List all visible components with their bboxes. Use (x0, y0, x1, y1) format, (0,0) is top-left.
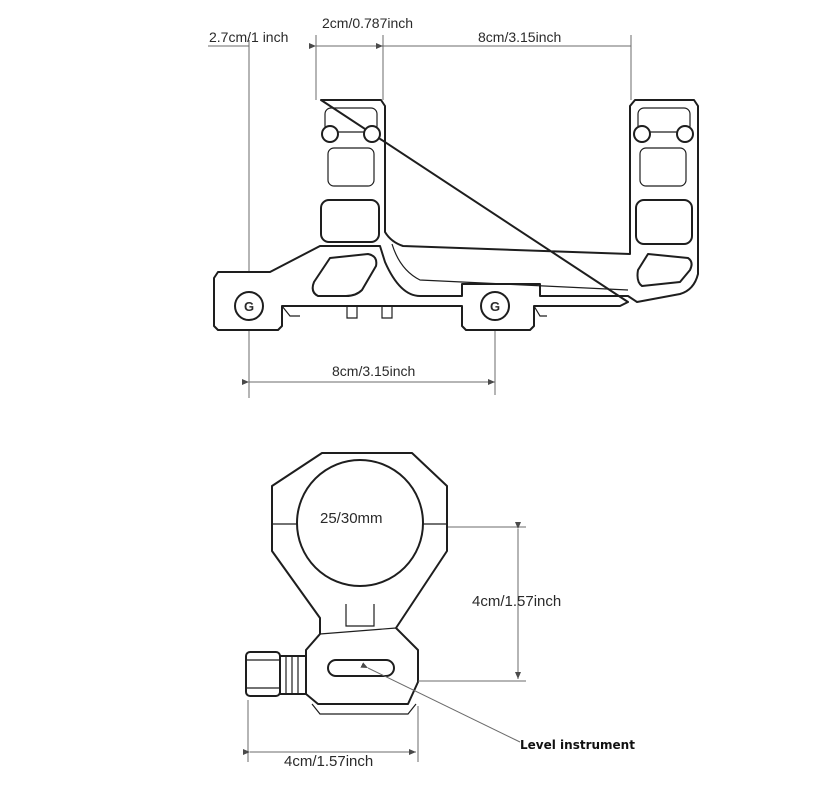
right-ring-screw-left (633, 125, 651, 143)
right-ring-screw-right (676, 125, 694, 143)
mount-body (213, 99, 699, 331)
right-lightening-cut (636, 253, 693, 287)
left-clamp-knob: G (234, 291, 264, 321)
left-clamp-logo: G (244, 299, 254, 314)
right-clamp-logo: G (490, 299, 500, 314)
rail-slot-left (281, 305, 300, 317)
dim-bore-label: 25/30mm (320, 510, 383, 527)
right-ring-window-upper (639, 147, 687, 187)
left-ring-top-slot (324, 107, 378, 133)
ring-base-step (319, 627, 397, 635)
rail-slot-mid (346, 306, 393, 319)
right-clamp-knob: G (480, 291, 510, 321)
left-ring-window-lower (320, 199, 380, 243)
dim-base-width-label: 4cm/1.57inch (284, 753, 373, 770)
right-ring-window-lower (635, 199, 693, 245)
left-ring-screw-left (321, 125, 339, 143)
dimension-base-width: 4cm/1.57inch (243, 700, 419, 770)
dimension-ring-offset: 2.7cm/1 inch (208, 29, 288, 47)
dimension-height: 4cm/1.57inch (418, 522, 561, 682)
dim-ring-width-label: 2cm/0.787inch (322, 15, 413, 31)
dimension-ring-width: 2cm/0.787inch (309, 15, 413, 49)
front-view: Level instrument 25/30mm 4cm/1.57inch 4c… (243, 452, 635, 770)
rail-slot-right (533, 305, 547, 317)
clamp-nut (245, 651, 281, 697)
dim-ring-offset-label: 2.7cm/1 inch (209, 29, 288, 45)
rail-groove (311, 703, 417, 715)
right-ring-top-slot (637, 107, 691, 133)
dim-ring-spacing-label: 8cm/3.15inch (478, 29, 561, 45)
scope-bore (296, 459, 424, 587)
level-callout-label: Level instrument (520, 738, 635, 752)
clamp-bolt (279, 655, 307, 695)
left-ring-screw-right (363, 125, 381, 143)
dimension-ring-spacing: 8cm/3.15inch (383, 29, 631, 47)
ring-neck (345, 604, 375, 627)
top-view: 2.7cm/1 inch 2cm/0.787inch 8cm/3.15inch (208, 15, 699, 398)
dimension-clamp-spacing: 8cm/3.15inch (242, 363, 495, 385)
dim-clamp-spacing-label: 8cm/3.15inch (332, 363, 415, 379)
dim-height-label: 4cm/1.57inch (472, 593, 561, 610)
level-instrument-window (327, 659, 395, 677)
left-ring-window-upper (327, 147, 375, 187)
body-lightening-cut (311, 253, 378, 297)
level-callout-leader (360, 662, 521, 743)
clamp-thread (285, 656, 299, 694)
body-inner-curve (391, 243, 629, 291)
